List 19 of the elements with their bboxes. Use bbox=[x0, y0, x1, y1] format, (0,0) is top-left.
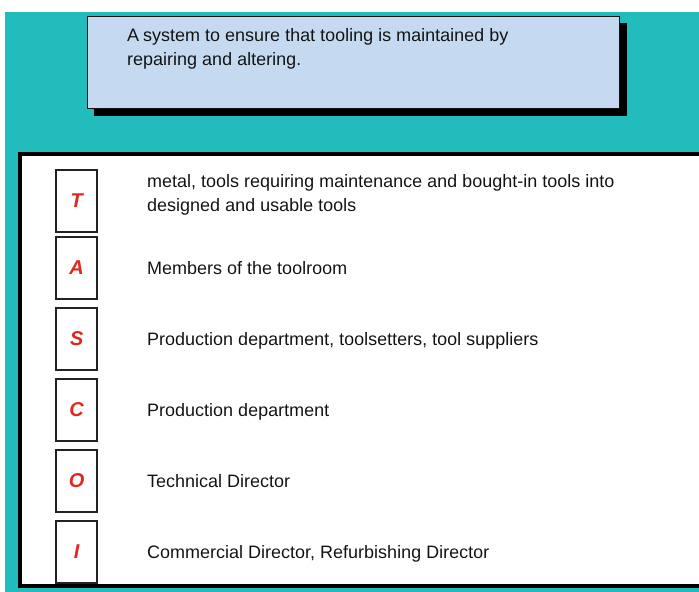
letter: A bbox=[69, 256, 84, 280]
letter: S bbox=[70, 328, 84, 350]
letter: T bbox=[70, 190, 83, 212]
definition-text: A system to ensure that tooling is maintained by repairing and altering. bbox=[127, 24, 510, 71]
letter-box bbox=[55, 378, 98, 442]
letter: I bbox=[74, 540, 80, 564]
description-text: metal, tools requiring maintenance and bought-in tools into designed and usable tools bbox=[147, 170, 616, 217]
letter-box bbox=[55, 449, 98, 513]
description-text: Members of the toolroom bbox=[147, 257, 348, 280]
letter: C bbox=[69, 398, 84, 422]
description-text: Production department bbox=[147, 399, 330, 422]
letter-box bbox=[55, 307, 98, 371]
description-text: Commercial Director, Refurbishing Director bbox=[147, 541, 490, 564]
letter-box bbox=[55, 169, 98, 233]
letter-box bbox=[55, 236, 98, 300]
letter-box bbox=[55, 520, 98, 584]
description-text: Production department, toolsetters, tool suppliers bbox=[147, 328, 540, 351]
letter: O bbox=[68, 470, 84, 492]
description-text: Technical Director bbox=[147, 470, 292, 493]
